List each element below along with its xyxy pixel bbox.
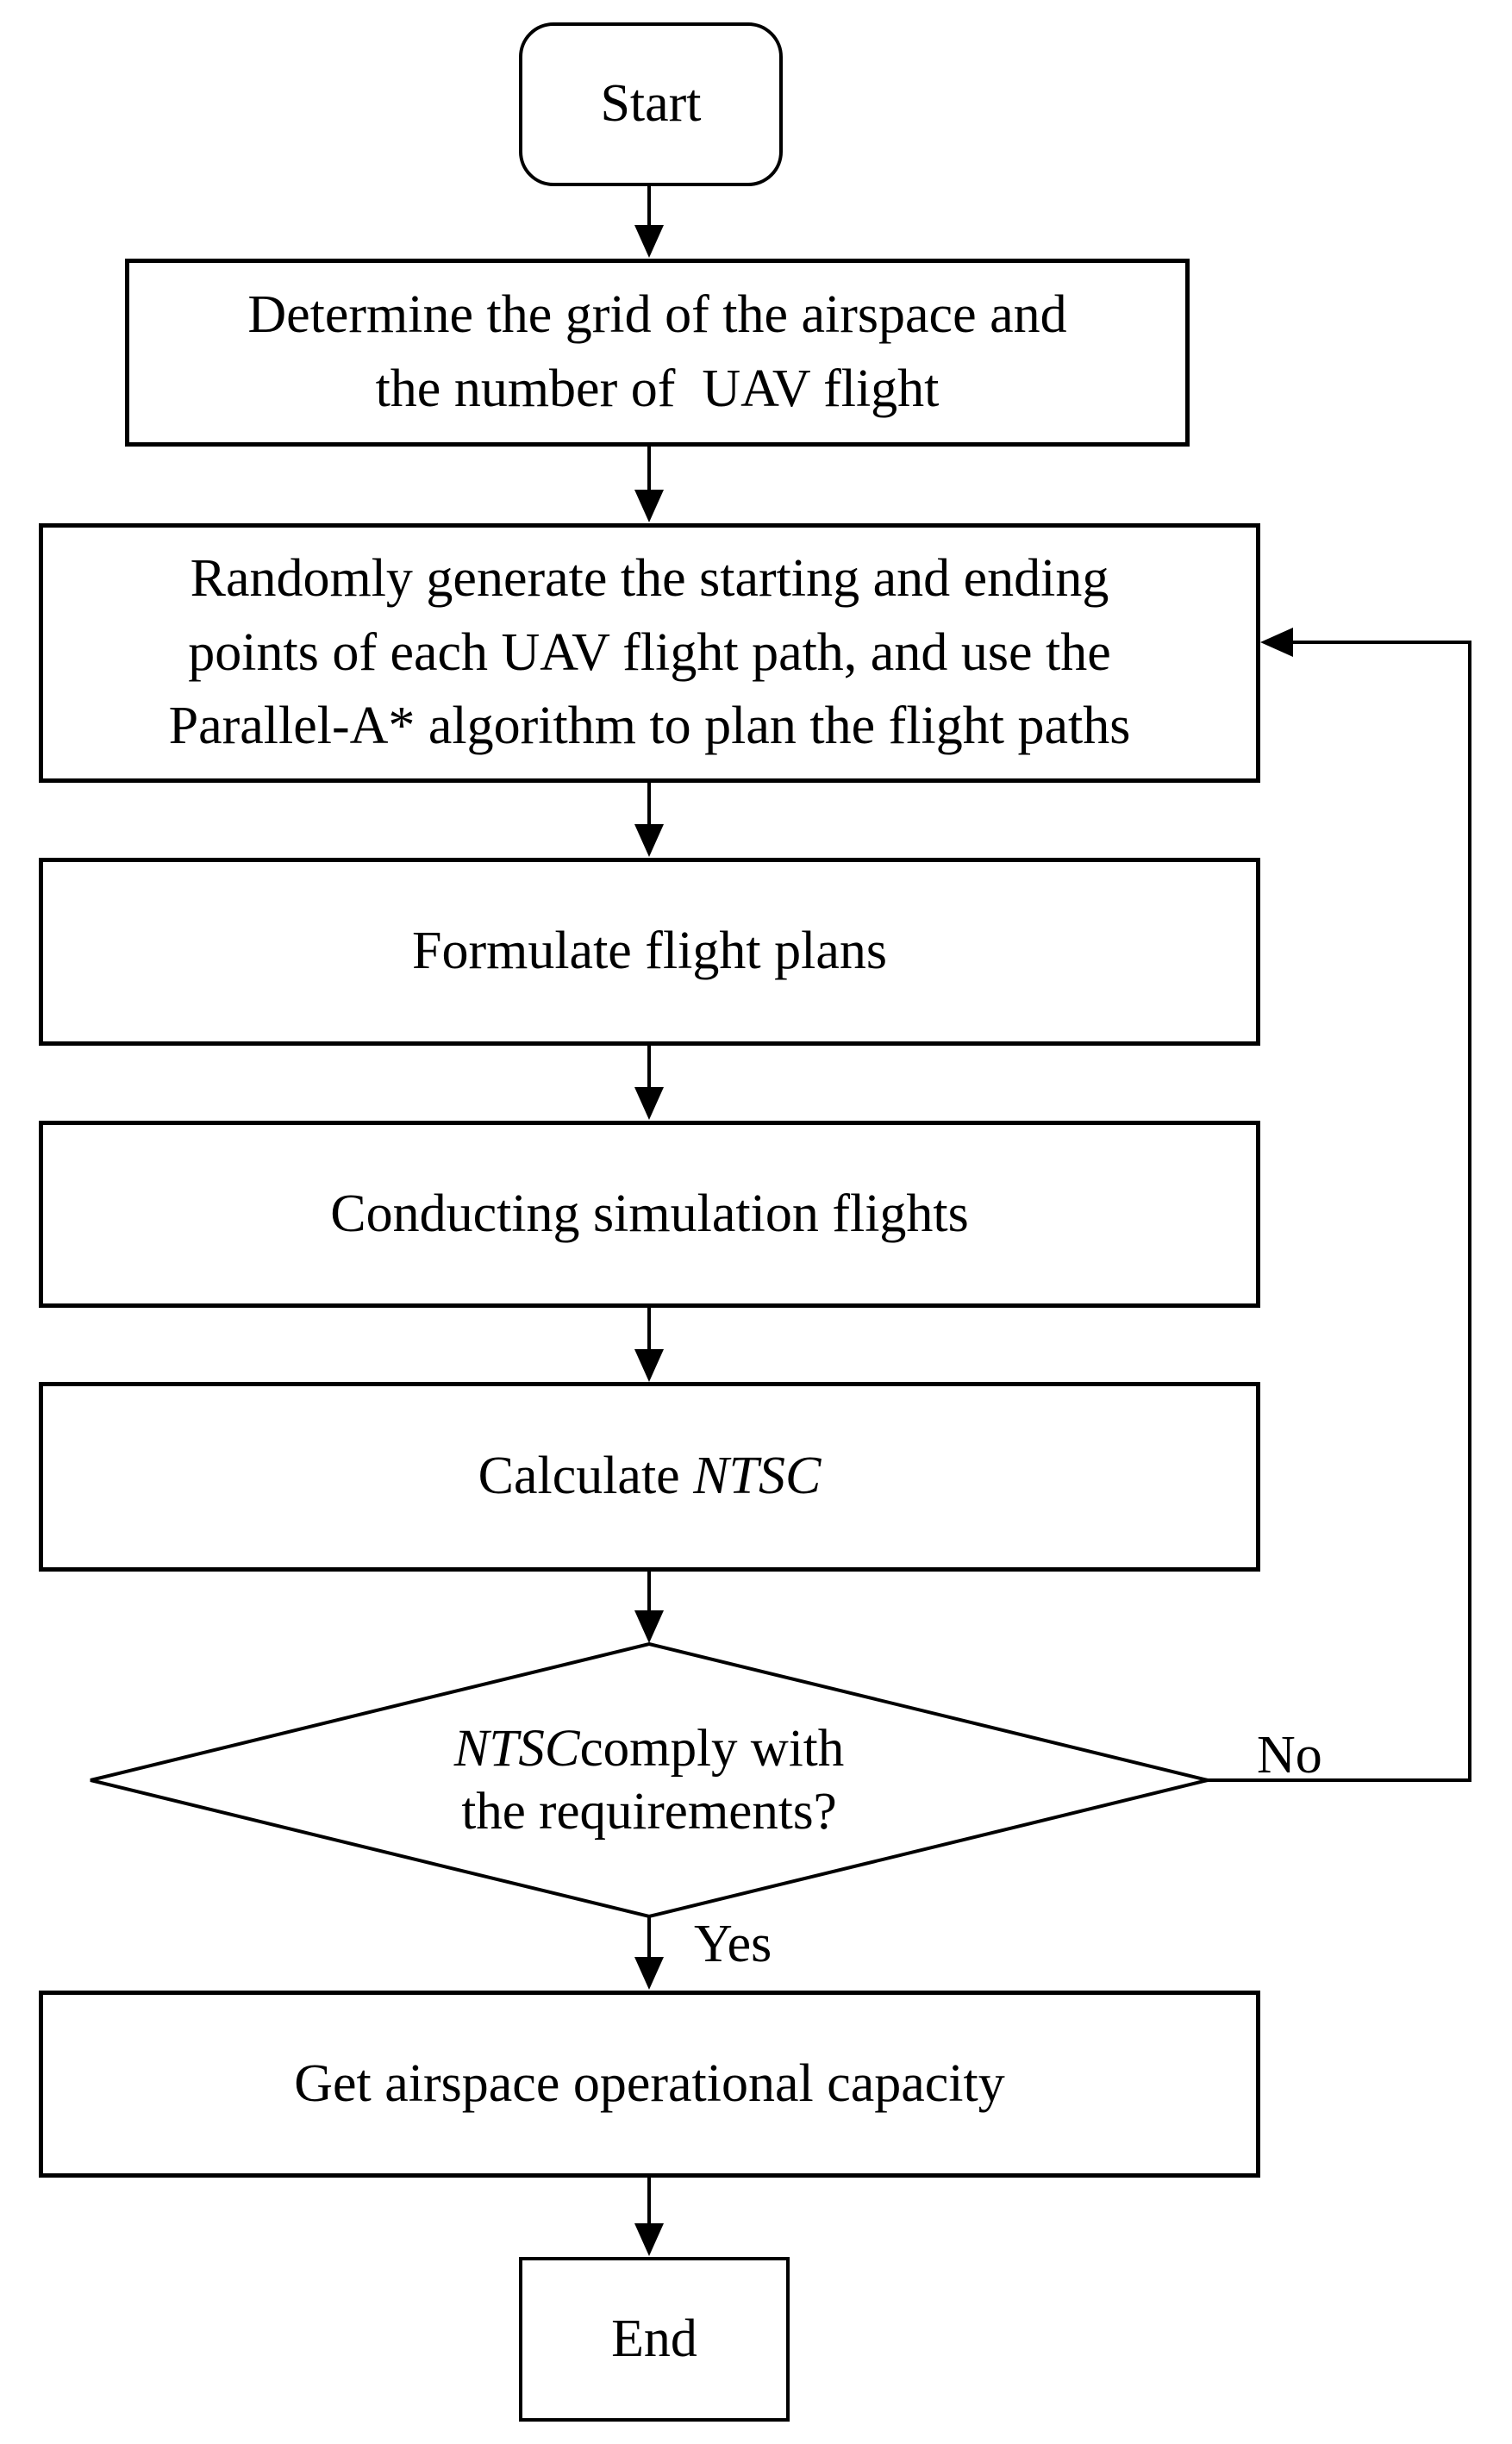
arrow-generate-to-formulate [634,783,664,857]
node-calculate-ntsc: Calculate NTSC [39,1382,1260,1572]
decision-ntsc-term: NTSC [453,1719,580,1778]
arrow-decision-yes-to-capacity [634,1916,664,1990]
edge-label-yes: Yes [694,1915,772,1973]
node-simulation-flights: Conducting simulation flights [39,1121,1260,1308]
node-get-capacity-label: Get airspace operational capacity [294,2053,1005,2113]
edge-label-no: No [1257,1726,1322,1785]
arrow-determine-to-generate [634,447,664,522]
node-formulate-plans-label: Formulate flight plans [411,922,888,981]
node-determine-grid: Determine the grid of the airspace and t… [125,259,1190,447]
arrow-capacity-to-end [634,2178,664,2256]
node-simulation-flights-label: Conducting simulation flights [330,1184,969,1243]
decision-line1-rest: comply with [579,1719,845,1778]
node-generate-paths-label: Randomly generate the starting and endin… [168,549,1131,756]
node-end: End [519,2257,790,2422]
arrow-decision-no-loop [1208,628,1471,1782]
decision-line2: the requirements? [461,1783,837,1841]
arrow-start-to-determine [634,186,664,258]
arrow-simulate-to-calculate [634,1308,664,1382]
node-decision-ntsc: NTSCcomply with the requirements? [218,1687,1080,1873]
node-determine-grid-label: Determine the grid of the airspace and t… [247,285,1067,418]
decision-line1: NTSCcomply with [454,1717,844,1780]
node-generate-paths: Randomly generate the starting and endin… [39,523,1260,783]
arrow-calculate-to-decision [634,1572,664,1643]
arrow-formulate-to-simulate [634,1046,664,1120]
calculate-ntsc-term: NTSC [693,1447,822,1506]
node-end-label: End [611,2309,697,2368]
node-start: Start [519,22,783,186]
calculate-prefix: Calculate [478,1447,694,1506]
node-start-label: Start [600,74,702,134]
node-calculate-ntsc-label: Calculate NTSC [478,1440,822,1514]
node-formulate-plans: Formulate flight plans [39,858,1260,1046]
node-get-capacity: Get airspace operational capacity [39,1991,1260,2178]
